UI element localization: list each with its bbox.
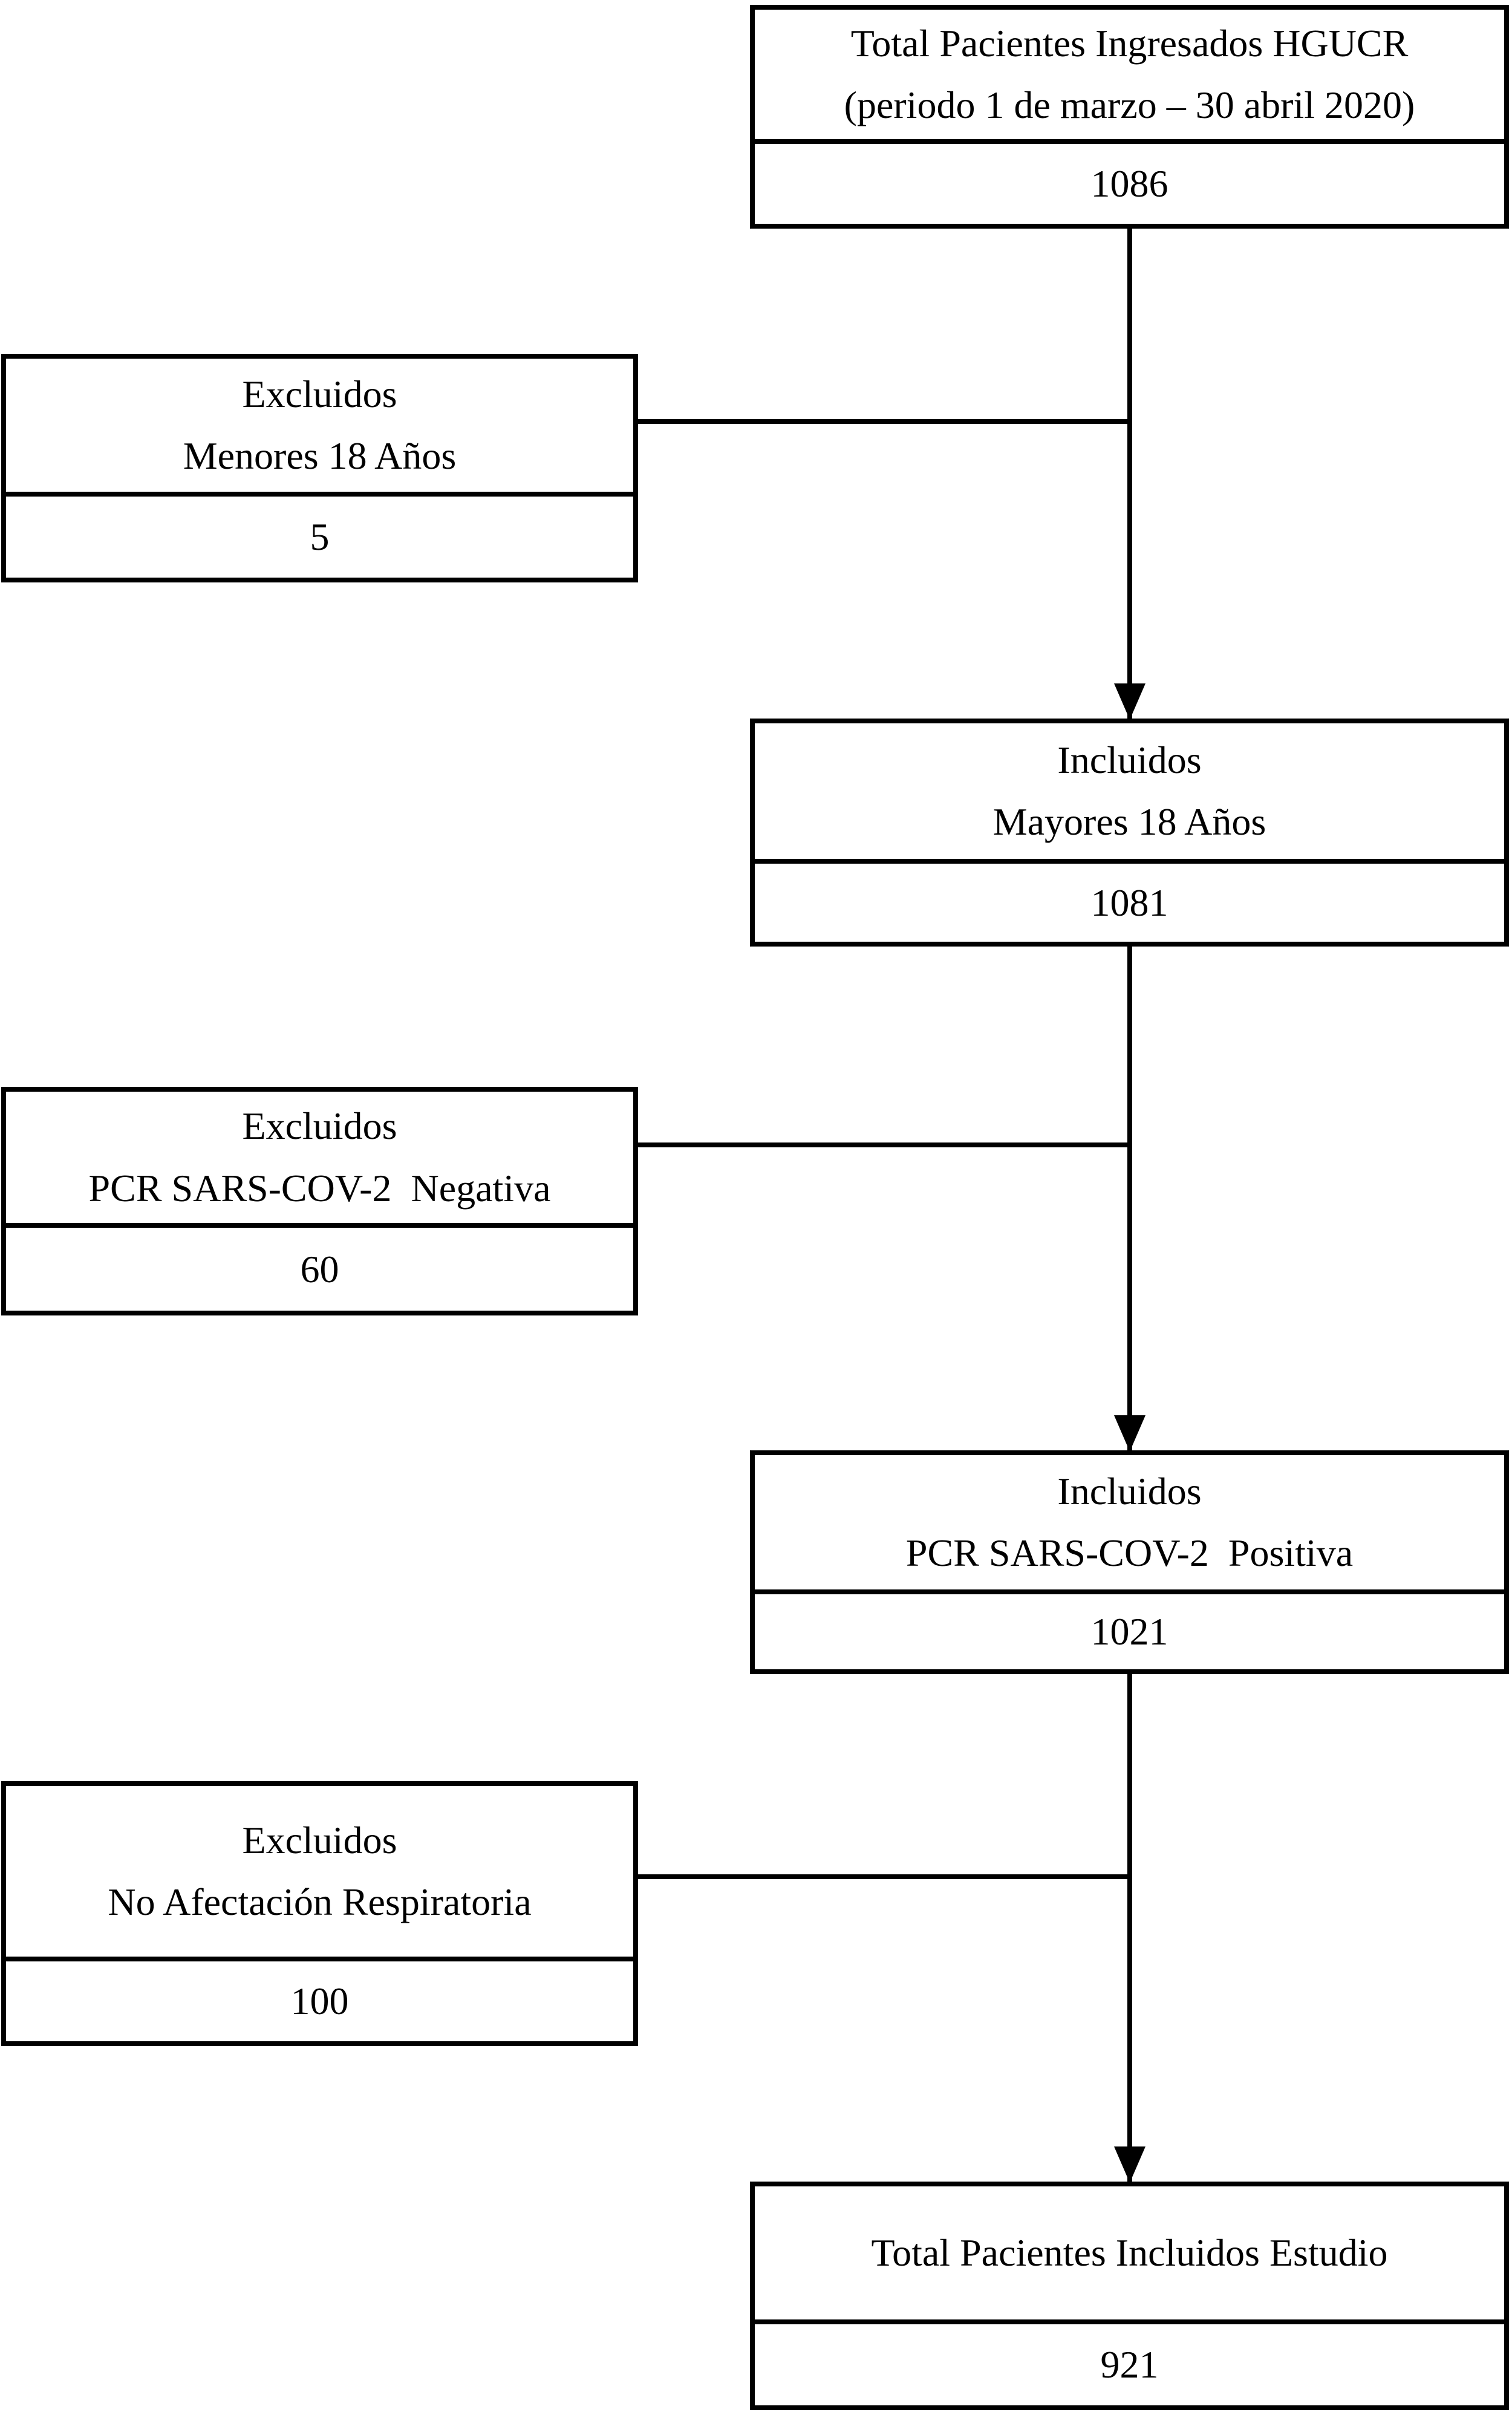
connector-line-excluidos-no-afectacion bbox=[638, 1874, 1132, 1879]
box-incluidos-pcr-positiva-label: Incluidos PCR SARS-COV-2 Positiva bbox=[755, 1455, 1504, 1594]
box-total-ingresados: Total Pacientes Ingresados HGUCR (period… bbox=[750, 5, 1509, 229]
label-line: Incluidos bbox=[1057, 1469, 1202, 1513]
box-total-estudio-value: 921 bbox=[1100, 2343, 1159, 2386]
box-excluidos-pcr-negativa-label: Excluidos PCR SARS-COV-2 Negativa bbox=[6, 1092, 633, 1228]
box-excluidos-no-afectacion-label: Excluidos No Afectación Respiratoria bbox=[6, 1786, 633, 1961]
arrow-down-icon bbox=[1114, 1415, 1145, 1452]
box-excluidos-menores: Excluidos Menores 18 Años 5 bbox=[1, 354, 638, 582]
connector-line-ingresados-to-mayores bbox=[1127, 227, 1132, 720]
arrow-down-icon bbox=[1114, 683, 1145, 720]
box-excluidos-pcr-negativa: Excluidos PCR SARS-COV-2 Negativa 60 bbox=[1, 1087, 638, 1315]
label-line: Excluidos bbox=[242, 1818, 397, 1862]
label-line: Total Pacientes Incluidos Estudio bbox=[871, 2231, 1388, 2274]
box-excluidos-pcr-negativa-value: 60 bbox=[300, 1247, 339, 1291]
box-excluidos-no-afectacion: Excluidos No Afectación Respiratoria 100 bbox=[1, 1781, 638, 2046]
box-total-estudio: Total Pacientes Incluidos Estudio 921 bbox=[750, 2182, 1509, 2410]
label-line: No Afectación Respiratoria bbox=[108, 1880, 532, 1923]
connector-line-mayores-to-pcr bbox=[1127, 945, 1132, 1452]
label-line: Menores 18 Años bbox=[183, 434, 457, 477]
box-incluidos-mayores-label: Incluidos Mayores 18 Años bbox=[755, 723, 1504, 864]
label-line: Mayores 18 Años bbox=[992, 800, 1266, 843]
box-incluidos-mayores: Incluidos Mayores 18 Años 1081 bbox=[750, 719, 1509, 947]
box-total-ingresados-value: 1086 bbox=[1090, 162, 1168, 205]
box-excluidos-no-afectacion-value: 100 bbox=[290, 1980, 349, 2022]
label-line: Excluidos bbox=[242, 372, 397, 416]
connector-line-excluidos-menores bbox=[638, 419, 1132, 424]
box-incluidos-mayores-value: 1081 bbox=[1090, 881, 1168, 924]
box-incluidos-pcr-positiva-value: 1021 bbox=[1090, 1610, 1168, 1653]
label-line: PCR SARS-COV-2 Negativa bbox=[88, 1166, 551, 1210]
connector-line-pcr-to-estudio bbox=[1127, 1672, 1132, 2183]
box-incluidos-pcr-positiva: Incluidos PCR SARS-COV-2 Positiva 1021 bbox=[750, 1450, 1509, 1674]
arrow-down-icon bbox=[1114, 2146, 1145, 2183]
label-line: Incluidos bbox=[1057, 738, 1202, 781]
label-line: Excluidos bbox=[242, 1104, 397, 1148]
label-line: Total Pacientes Ingresados HGUCR bbox=[850, 21, 1409, 65]
box-excluidos-menores-value: 5 bbox=[310, 515, 330, 558]
box-total-ingresados-label: Total Pacientes Ingresados HGUCR (period… bbox=[755, 10, 1504, 144]
label-line: PCR SARS-COV-2 Positiva bbox=[905, 1531, 1354, 1574]
connector-line-excluidos-pcr-negativa bbox=[638, 1142, 1132, 1147]
label-line: (periodo 1 de marzo – 30 abril 2020) bbox=[844, 83, 1415, 126]
box-excluidos-menores-label: Excluidos Menores 18 Años bbox=[6, 359, 633, 497]
box-total-estudio-label: Total Pacientes Incluidos Estudio bbox=[755, 2186, 1504, 2324]
